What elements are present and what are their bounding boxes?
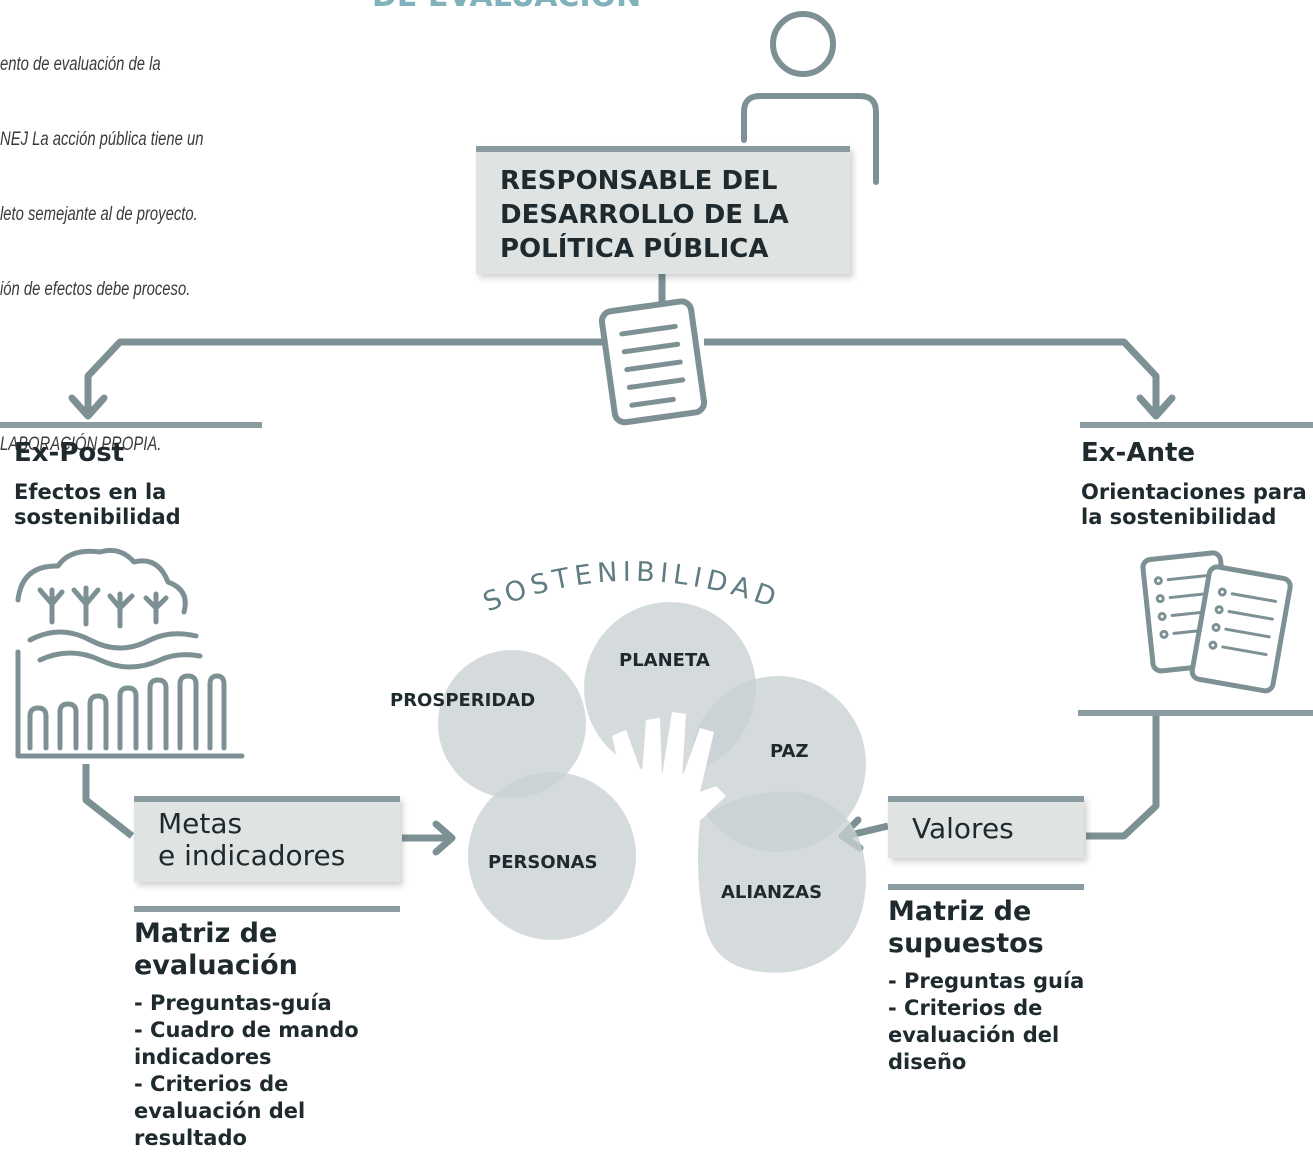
label-paz: PAZ xyxy=(770,741,809,762)
list-item: resultado xyxy=(134,1126,247,1150)
matriz-eval-title-line: Matriz de xyxy=(134,918,278,949)
label-planeta: PLANETA xyxy=(619,650,710,671)
exante-subtitle-line: la sostenibilidad xyxy=(1081,505,1277,529)
circle-personas xyxy=(468,772,636,940)
matriz-eval-title-line: evaluación xyxy=(134,950,298,981)
label-prosperidad: PROSPERIDAD xyxy=(390,690,536,711)
label-alianzas: ALIANZAS xyxy=(721,882,823,903)
matriz-eval-title: Matriz de evaluación xyxy=(134,918,298,982)
person-icon xyxy=(741,11,879,185)
expost-subtitle-line: Efectos en la xyxy=(14,480,167,504)
matriz-sup-list: - Preguntas guía - Criterios de evaluaci… xyxy=(888,968,1084,1076)
exante-subtitle-line: Orientaciones para xyxy=(1081,480,1307,504)
valores-label: Valores xyxy=(912,812,1014,845)
arrow-down-right xyxy=(1136,394,1176,420)
matriz-sup-title-line: supuestos xyxy=(888,928,1044,959)
expost-subtitle: Efectos en la sostenibilidad xyxy=(14,480,181,530)
circle-prosperidad xyxy=(438,650,586,798)
document-icon xyxy=(598,298,708,426)
sustainability-circles xyxy=(438,602,866,973)
metas-line: Metas xyxy=(158,807,243,840)
metas-box: Metas e indicadores xyxy=(134,796,400,882)
valores-box: Valores xyxy=(888,796,1084,858)
list-item: - Preguntas guía xyxy=(888,969,1085,993)
matriz-sup-divider xyxy=(888,884,1084,890)
list-item: indicadores xyxy=(134,1045,272,1069)
note-line: leto semejante al de proyecto. xyxy=(0,204,198,225)
sustainability-arc-label: SOSTENIBILIDAD xyxy=(479,557,785,619)
matriz-eval-list: - Preguntas-guía - Cuadro de mando indic… xyxy=(134,990,359,1152)
expost-title: Ex-Post xyxy=(14,438,125,468)
list-item: - Criterios de xyxy=(888,996,1043,1020)
responsible-line: POLÍTICA PÚBLICA xyxy=(500,234,769,264)
responsible-line: DESARROLLO DE LA xyxy=(500,200,789,230)
exante-title: Ex-Ante xyxy=(1081,438,1196,468)
note-line: NEJ La acción pública tiene un xyxy=(0,129,204,150)
list-item: - Cuadro de mando xyxy=(134,1018,359,1042)
note-line: ento de evaluación de la xyxy=(0,54,161,75)
checklist-documents-icon xyxy=(1140,550,1293,694)
note-source: LABORACIÓN PROPIA. xyxy=(0,434,162,455)
list-item: diseño xyxy=(888,1050,967,1074)
hand-icon xyxy=(612,712,726,849)
list-item: evaluación del xyxy=(888,1023,1060,1047)
list-item: evaluación del xyxy=(134,1099,306,1123)
responsible-box: RESPONSABLE DEL DESARROLLO DE LA POLÍTIC… xyxy=(476,146,850,274)
side-note: ento de evaluación de la NEJ La acción p… xyxy=(0,2,203,482)
metas-line: e indicadores xyxy=(158,839,346,872)
arrow-right xyxy=(432,820,456,856)
circle-alianzas xyxy=(698,791,866,973)
list-item: - Preguntas-guía xyxy=(134,991,332,1015)
sustainability-arc-text: SOSTENIBILIDAD xyxy=(479,557,780,619)
expost-divider xyxy=(0,422,262,428)
label-personas: PERSONAS xyxy=(488,852,598,873)
exante-lower-divider xyxy=(1078,710,1313,716)
exante-subtitle: Orientaciones para la sostenibilidad xyxy=(1081,480,1313,530)
connector-lines xyxy=(82,274,1160,842)
trees-growth-chart-icon xyxy=(15,547,245,759)
title-fragment: DE EVALUACIÓN xyxy=(372,0,641,14)
matriz-eval-divider xyxy=(134,906,400,912)
exante-divider xyxy=(1080,422,1313,428)
list-item: - Criterios de xyxy=(134,1072,289,1096)
note-line: ión de efectos debe proceso. xyxy=(0,279,191,300)
expost-subtitle-line: sostenibilidad xyxy=(14,505,181,529)
matriz-sup-title-line: Matriz de xyxy=(888,896,1032,927)
responsible-line: RESPONSABLE DEL xyxy=(500,166,778,196)
arrow-down-left xyxy=(68,394,108,420)
matriz-sup-title: Matriz de supuestos xyxy=(888,896,1044,960)
